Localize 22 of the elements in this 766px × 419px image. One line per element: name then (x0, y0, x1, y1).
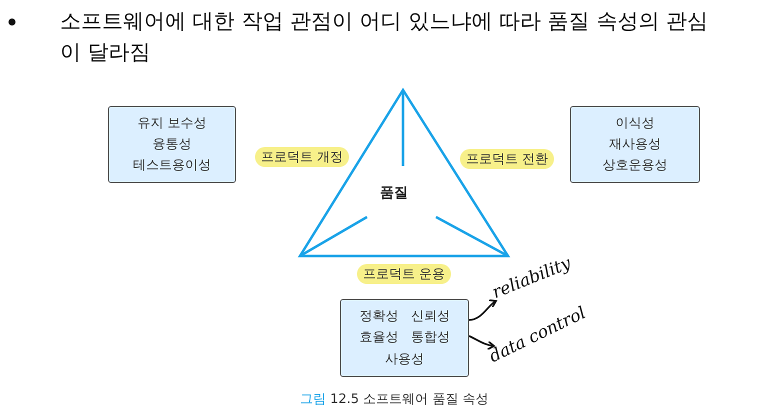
perspective-label: 프로덕트 운용 (357, 264, 452, 284)
arrow (468, 335, 495, 350)
attribute-text: 신뢰성 (410, 308, 451, 326)
attribute-text: 재사용성 (608, 136, 662, 154)
arrow (468, 300, 497, 321)
perspective-label: 프로덕트 개정 (255, 147, 350, 167)
attribute-box (570, 106, 700, 183)
attribute-text: 사용성 (384, 350, 425, 369)
heading: 소프트웨어에 대한 작업 관점이 어디 있느냐에 따라 품질 속성의 관심이 달라짐 (60, 8, 710, 66)
attribute-text: 이식성 (614, 115, 656, 133)
attribute-text: 효율성 (358, 329, 400, 348)
attribute-text: 정확성 (358, 308, 400, 326)
attribute-box (340, 299, 469, 377)
quality-label: 품질 (380, 184, 408, 202)
attribute-box (108, 106, 236, 183)
attribute-text: 상호운용성 (602, 157, 668, 175)
perspective-label: 프로덕트 전환 (460, 149, 554, 169)
figure-caption: 그림 12.5 소프트웨어 품질 속성 (300, 391, 488, 408)
attribute-text: 융통성 (152, 136, 192, 154)
attribute-text: 테스트용이성 (132, 157, 212, 175)
attribute-text: 통합성 (410, 329, 451, 348)
attribute-text: 유지 보수성 (136, 115, 208, 133)
